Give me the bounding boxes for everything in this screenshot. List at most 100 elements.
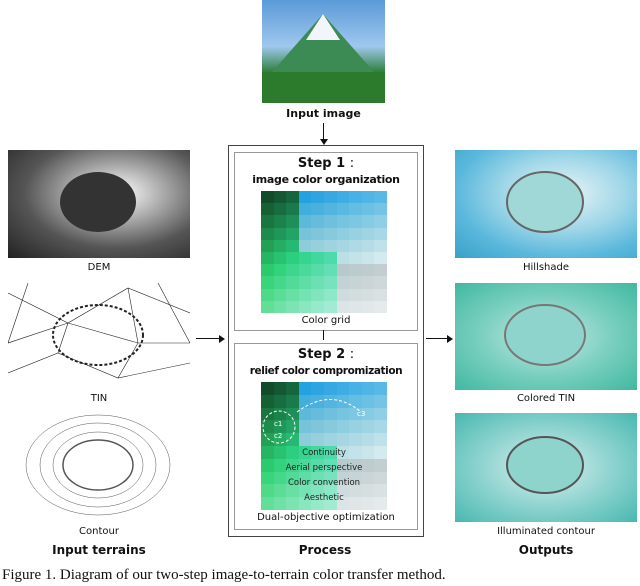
grid-cell (374, 394, 387, 408)
grid-cell (286, 191, 299, 204)
grid-cell (374, 407, 387, 421)
grid-cell (286, 288, 299, 301)
grid-cell (374, 215, 387, 228)
grid-cell (311, 203, 324, 216)
grid-cell (311, 471, 324, 485)
grid-cell (374, 300, 387, 313)
grid-cell (311, 215, 324, 228)
grid-cell (311, 288, 324, 301)
grid-cell (273, 251, 287, 265)
step1-colon: : (349, 156, 355, 171)
grid-cell (349, 251, 362, 265)
point-c2: c2 (274, 432, 283, 440)
grid-cell (349, 215, 362, 228)
grid-cell (361, 300, 375, 313)
grid-cell (349, 382, 362, 395)
grid-cell (324, 446, 337, 459)
grid-cell (298, 251, 312, 265)
grid-cell (361, 203, 375, 216)
objective-aerial-perspective: Aerial perspective (285, 463, 363, 473)
grid-cell (361, 471, 375, 485)
grid-cell (336, 471, 350, 485)
grid-cell (349, 484, 362, 498)
grid-cell (261, 407, 274, 421)
contour-label: Contour (79, 526, 119, 537)
grid-cell (349, 227, 362, 240)
grid-cell (336, 300, 350, 313)
grid-cell (261, 215, 274, 228)
arrow-right (196, 338, 220, 339)
grid-cell (324, 251, 337, 265)
grid-cell (286, 484, 299, 498)
grid-cell (286, 407, 299, 421)
tin-image (8, 283, 190, 390)
grid-cell (273, 484, 287, 498)
step2-title: Step 2 (297, 347, 346, 362)
grid-cell (336, 191, 350, 204)
grid-cell (261, 276, 274, 289)
grid-cell (261, 191, 274, 204)
grid-cell (349, 203, 362, 216)
grid-cell (273, 300, 287, 313)
grid-cell (311, 484, 324, 498)
grid-cell (298, 407, 312, 421)
grid-cell (286, 251, 299, 265)
grid-cell (286, 497, 299, 510)
grid-cell (349, 497, 362, 510)
grid-cell (311, 433, 324, 446)
dem-label: DEM (87, 262, 111, 273)
grid-cell (311, 264, 324, 277)
grid-cell (273, 276, 287, 289)
grid-cell (336, 420, 350, 434)
step1-box: Step 1 : image color organization Color … (234, 152, 418, 331)
objective-aesthetic: Aesthetic (304, 493, 344, 503)
grid-cell (261, 300, 274, 313)
grid-cell (261, 288, 274, 301)
grid-cell (273, 382, 287, 395)
grid-cell (261, 433, 274, 446)
grid-cell (286, 239, 299, 252)
grid-cell (261, 394, 274, 408)
grid-cell (273, 227, 287, 240)
grid-cell (324, 394, 337, 408)
grid-cell (361, 407, 375, 421)
grid-overlay: c1 c2 c3 Continuity Aerial perspective C… (261, 382, 387, 510)
grid-cell (349, 300, 362, 313)
grid-cell (273, 497, 287, 510)
grid-cell (261, 227, 274, 240)
grid-cell (374, 433, 387, 446)
grid-cell (324, 203, 337, 216)
grid-cell (261, 446, 274, 459)
grid-cell (311, 420, 324, 434)
grid-cell (273, 394, 287, 408)
grid-cell (273, 458, 287, 472)
grid-cell (273, 471, 287, 485)
grid-cell (311, 407, 324, 421)
grid-cell (324, 300, 337, 313)
grid-cell (298, 382, 312, 395)
grid-cell (298, 203, 312, 216)
grid-cell (298, 239, 312, 252)
grid-cell (298, 497, 312, 510)
color-grid (261, 191, 387, 313)
step2-caption: Dual-objective optimization (257, 512, 395, 523)
inputs-heading: Input terrains (52, 543, 146, 557)
illuminated-contour-image (455, 413, 637, 522)
input-image (262, 0, 385, 103)
grid-cell (374, 458, 387, 472)
grid-cell (261, 251, 274, 265)
grid-cell (361, 239, 375, 252)
grid-cell (349, 276, 362, 289)
grid-cell (324, 276, 337, 289)
grid-cell (324, 191, 337, 204)
hillshade-image (455, 150, 637, 258)
grid-cell (311, 300, 324, 313)
grid-cell (286, 446, 299, 459)
grid-cell (298, 300, 312, 313)
grid-cell (298, 276, 312, 289)
grid-cell (311, 458, 324, 472)
grid-cell (324, 215, 337, 228)
grid-cell (311, 239, 324, 252)
grid-cell (273, 215, 287, 228)
